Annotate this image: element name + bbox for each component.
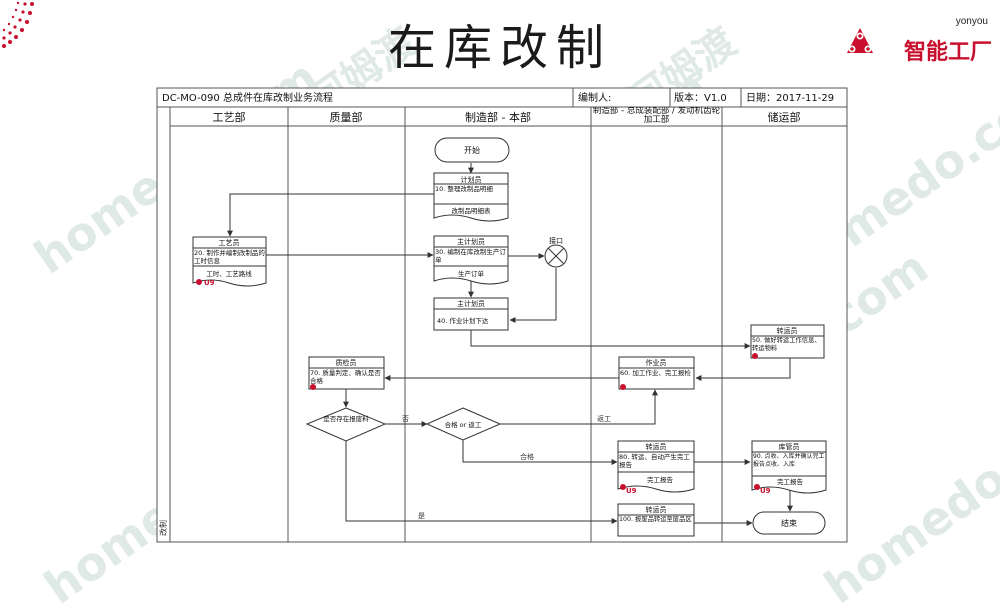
- flow-edges: [227, 163, 793, 526]
- edge-10-to-20: [227, 193, 436, 237]
- u9-icon: [196, 279, 202, 285]
- step-90-badge: U9: [760, 487, 771, 495]
- step-20-box: 工艺员 20. 制作并编制改制品的工时信息 工时、工艺路线 U9: [192, 236, 267, 287]
- step-90-box: 库管员 90. 点收、入库并确认完工报告点收、入库 完工报告 U9: [751, 440, 827, 495]
- u9-icon: [752, 353, 758, 359]
- interface-label: 接口: [549, 236, 563, 245]
- step-100-role: 转运员: [646, 505, 667, 514]
- brand-chinese-name: 智能工厂: [903, 40, 992, 65]
- decision-scrap-exists: [305, 407, 387, 442]
- end-node-label: 结束: [781, 518, 797, 528]
- date-label: 日期：2017-11-29: [746, 92, 834, 104]
- brand-logo-block: yonyou 智能工厂: [844, 14, 994, 65]
- step-70-text: 70. 质量判定、确认是否合格: [310, 369, 381, 385]
- step-70-role: 质检员: [336, 358, 357, 367]
- interface-cross-icon: [547, 247, 565, 265]
- brand-english-name: yonyou: [955, 16, 988, 27]
- editor-label: 编制人:: [578, 91, 611, 104]
- step-30-box: 主计划员 30. 编制在库改制生产订单 生产订单: [433, 235, 509, 285]
- edge-interface-to-40: [509, 268, 557, 323]
- yonyou-logo-icon: [847, 28, 873, 53]
- edge-label-no: 否: [402, 415, 409, 423]
- step-20-role: 工艺员: [219, 239, 240, 247]
- step-10-role: 计划员: [461, 175, 482, 184]
- step-100-text: 100. 报废品转运至废品区: [619, 516, 692, 523]
- start-node: [434, 137, 510, 163]
- step-60-box: 作业员 60. 加工作业、完工报检: [618, 356, 695, 390]
- u9-icon: [620, 384, 626, 390]
- step-20-text: 20. 制作并编制改制品的工时信息: [194, 249, 265, 265]
- lane-header-manufacturing: 制造部 - 本部: [465, 110, 531, 124]
- decision-pass-or-rework-label: 合格 or 返工: [445, 420, 482, 429]
- edge-d2-pass-to-80: [462, 439, 618, 465]
- corner-dots-decoration: [2, 1, 34, 48]
- process-flow-diagram: DC-MO-090 总成件在库改制业务流程 编制人: 版本：V1.0 日期：20…: [156, 87, 848, 543]
- lane-header-quality: 质量部: [330, 110, 363, 124]
- lane-header-logistics: 储运部: [768, 110, 801, 124]
- step-10-box: 计划员 10. 整理改制品明细 改制品明细表: [433, 172, 509, 222]
- decision-pass-or-rework: [425, 407, 502, 441]
- lane-header-assembly-wrapper: 制造部 - 总成装配部 / 发动机齿轮加工部: [592, 107, 721, 125]
- edge-d1-yes-to-100: [345, 441, 618, 524]
- lane-header-assembly: 制造部 - 总成装配部 / 发动机齿轮加工部: [592, 107, 721, 125]
- edge-label-pass: 合格: [520, 452, 534, 461]
- step-70-box: 质检员 70. 质量判定、确认是否合格: [308, 356, 385, 390]
- step-30-role: 主计划员: [457, 237, 485, 246]
- doc-title: DC-MO-090 总成件在库改制业务流程: [162, 91, 333, 104]
- step-80-badge: U9: [626, 487, 637, 495]
- end-node: [752, 511, 826, 535]
- step-60-role: 作业员: [646, 358, 667, 367]
- edge-label-rework: 返工: [597, 415, 611, 423]
- step-30-output: 生产订单: [458, 269, 485, 278]
- edge-40-to-50: [470, 330, 751, 349]
- step-90-role: 库管员: [779, 442, 800, 451]
- step-80-text: 80. 转运、自动产生完工报告: [619, 453, 690, 469]
- edge-d2-rework-to-60: [500, 389, 658, 425]
- step-80-box: 转运员 80. 转运、自动产生完工报告 完工报告 U9: [617, 440, 695, 495]
- step-40-box: 主计划员 40. 作业计划下达: [433, 297, 509, 331]
- u9-icon: [310, 384, 316, 390]
- lane-header-craft: 工艺部: [213, 110, 246, 124]
- step-30-text: 30. 编制在库改制生产订单: [435, 248, 506, 264]
- step-10-output: 改制品明细表: [452, 206, 492, 215]
- step-20-output: 工时、工艺路线: [206, 269, 252, 278]
- u9-icon: [620, 484, 626, 490]
- step-40-role: 主计划员: [457, 299, 485, 308]
- step-60-text: 60. 加工作业、完工报检: [620, 369, 691, 377]
- step-80-role: 转运员: [646, 442, 667, 451]
- step-40-text: 40. 作业计划下达: [437, 316, 489, 325]
- side-label: 改制: [158, 520, 168, 536]
- slide-title: 在库改制: [387, 20, 612, 76]
- step-50-role: 转运员: [777, 326, 798, 335]
- start-node-label: 开始: [464, 145, 480, 155]
- version-label: 版本：V1.0: [674, 91, 727, 104]
- step-80-output: 完工报告: [647, 475, 674, 484]
- decision-scrap-exists-label: 是否存在报废料: [323, 415, 369, 423]
- edge-50-to-60: [695, 357, 791, 381]
- step-10-text: 10. 整理改制品明细: [435, 185, 493, 193]
- u9-icon: [754, 484, 760, 490]
- step-100-box: 转运员 100. 报废品转运至废品区: [617, 503, 695, 537]
- step-50-box: 转运员 50. 做好转运工作信息、转运物料: [750, 324, 825, 359]
- step-20-badge: U9: [204, 279, 215, 287]
- step-50-text: 50. 做好转运工作信息、转运物料: [752, 337, 821, 352]
- edge-label-yes: 是: [418, 512, 425, 520]
- step-90-text: 90. 点收、入库并确认完工报告点收、入库: [753, 453, 825, 468]
- step-90-output: 完工报告: [777, 477, 804, 486]
